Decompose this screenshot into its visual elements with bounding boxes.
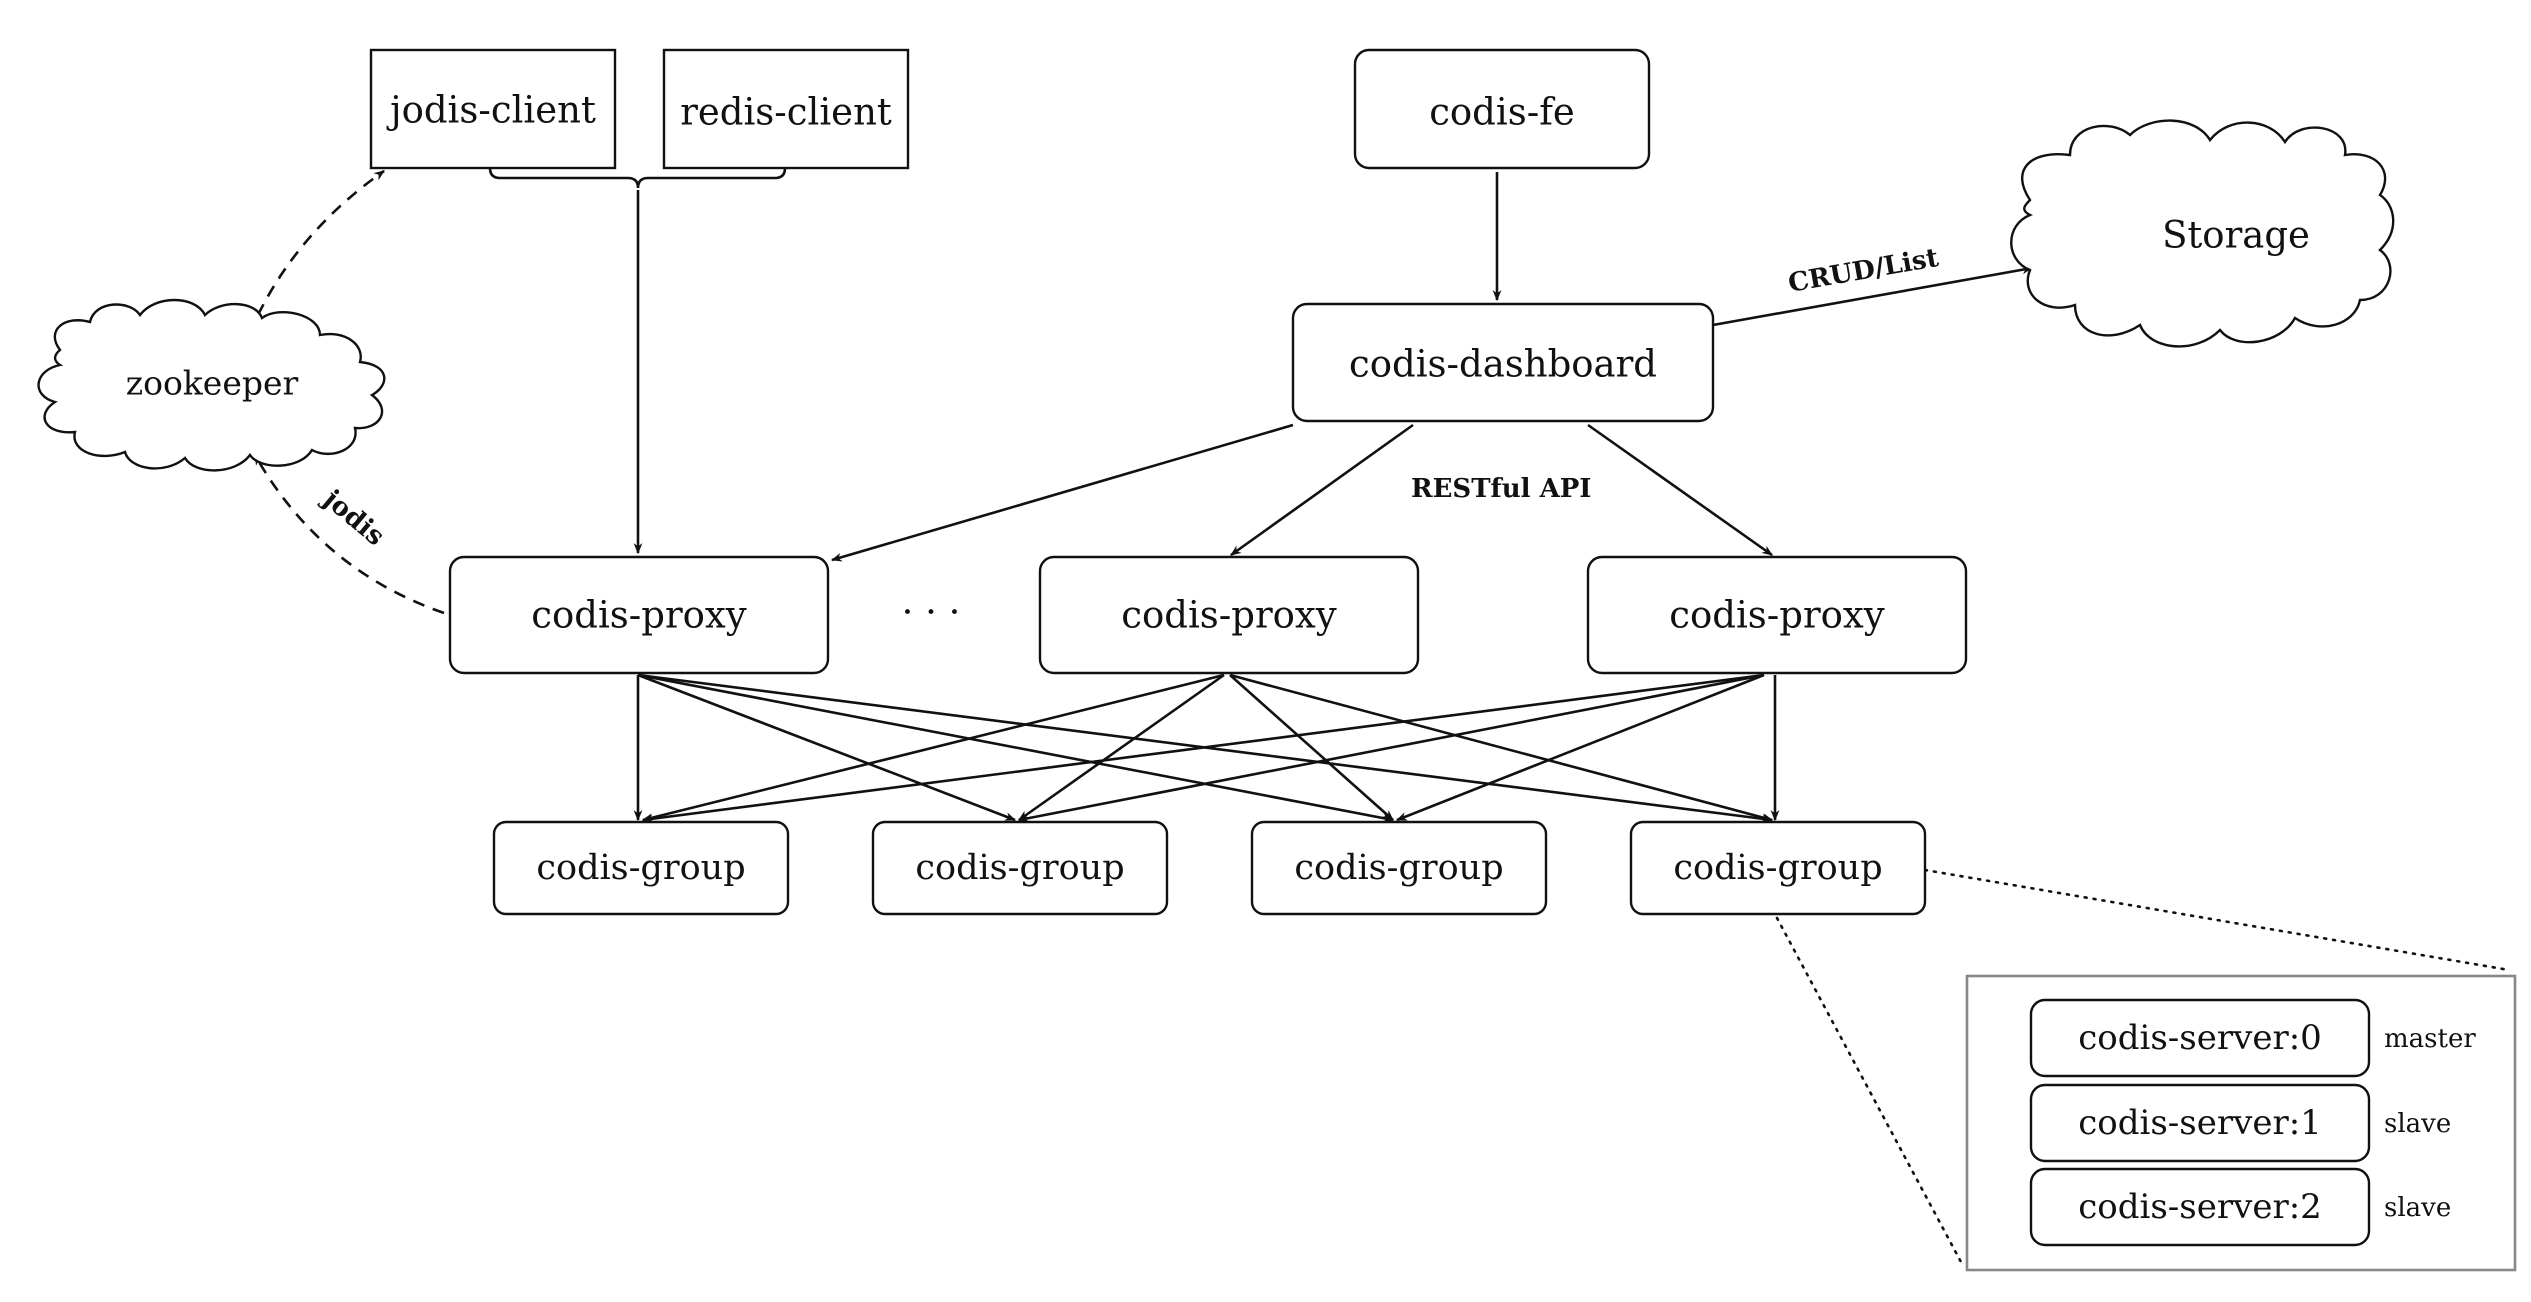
zoom-line-bottom xyxy=(1775,916,1963,1264)
codis-group-node-4: codis-group xyxy=(1629,820,1927,916)
client-brace xyxy=(488,167,787,189)
storage-cloud-icon xyxy=(2010,119,2395,348)
codis-group-node-3: codis-group xyxy=(1250,820,1548,916)
dashboard-to-proxy-3-edge xyxy=(1587,423,1773,557)
codis-server-label: codis-server:1 xyxy=(2078,1103,2322,1143)
codis-group-detail-panel: codis-server:0 master codis-server:1 sla… xyxy=(1965,974,2517,1272)
redis-client-node: redis-client xyxy=(662,48,910,170)
codis-server-label: codis-server:2 xyxy=(2078,1187,2322,1227)
codis-proxy-node-1: codis-proxy xyxy=(448,555,830,675)
proxy-ellipsis: · · · xyxy=(902,591,961,634)
crud-list-label: CRUD/List xyxy=(1786,243,1941,299)
storage-label: Storage xyxy=(2162,214,2310,257)
zookeeper-to-jodis-client-edge xyxy=(256,169,385,316)
codis-dashboard-label: codis-dashboard xyxy=(1349,343,1657,386)
proxy-to-zookeeper-edge xyxy=(253,454,445,615)
codis-proxy-label: codis-proxy xyxy=(1121,594,1337,637)
codis-fe-node: codis-fe xyxy=(1353,48,1651,170)
jodis-client-label: jodis-client xyxy=(386,89,596,132)
codis-server-2: codis-server:2 slave xyxy=(2029,1167,2451,1247)
codis-group-node-1: codis-group xyxy=(492,820,790,916)
codis-group-label: codis-group xyxy=(1294,848,1503,888)
codis-proxy-node-2: codis-proxy xyxy=(1038,555,1420,675)
codis-group-label: codis-group xyxy=(536,848,745,888)
dashboard-to-proxy-2-edge xyxy=(1230,423,1414,557)
codis-fe-label: codis-fe xyxy=(1429,91,1575,134)
proxy-group-mesh xyxy=(633,673,1780,824)
zookeeper-node: zookeeper xyxy=(37,298,386,472)
jodis-client-node: jodis-client xyxy=(369,48,617,170)
codis-server-0: codis-server:0 master xyxy=(2029,998,2476,1078)
zookeeper-label: zookeeper xyxy=(126,364,299,403)
codis-proxy-label: codis-proxy xyxy=(1669,594,1885,637)
codis-group-label: codis-group xyxy=(915,848,1124,888)
codis-server-label: codis-server:0 xyxy=(2078,1018,2322,1058)
zookeeper-cloud-icon xyxy=(37,298,386,472)
codis-group-node-2: codis-group xyxy=(871,820,1169,916)
codis-dashboard-node: codis-dashboard xyxy=(1291,302,1715,423)
server-role-label: slave xyxy=(2384,1109,2451,1139)
dashboard-to-storage-edge xyxy=(1712,265,2034,327)
edges xyxy=(253,167,2511,1264)
zoom-line-top xyxy=(1923,868,2511,972)
codis-group-label: codis-group xyxy=(1673,848,1882,888)
codis-proxy-node-3: codis-proxy xyxy=(1586,555,1968,675)
jodis-label: jodis xyxy=(316,483,390,552)
server-role-label: master xyxy=(2384,1024,2476,1054)
redis-client-label: redis-client xyxy=(680,91,892,134)
codis-server-1: codis-server:1 slave xyxy=(2029,1083,2451,1163)
storage-node: Storage xyxy=(2010,119,2395,348)
restful-api-label: RESTful API xyxy=(1411,474,1591,504)
codis-proxy-label: codis-proxy xyxy=(531,594,747,637)
dashboard-to-proxy-1-edge xyxy=(830,423,1294,562)
server-role-label: slave xyxy=(2384,1193,2451,1223)
